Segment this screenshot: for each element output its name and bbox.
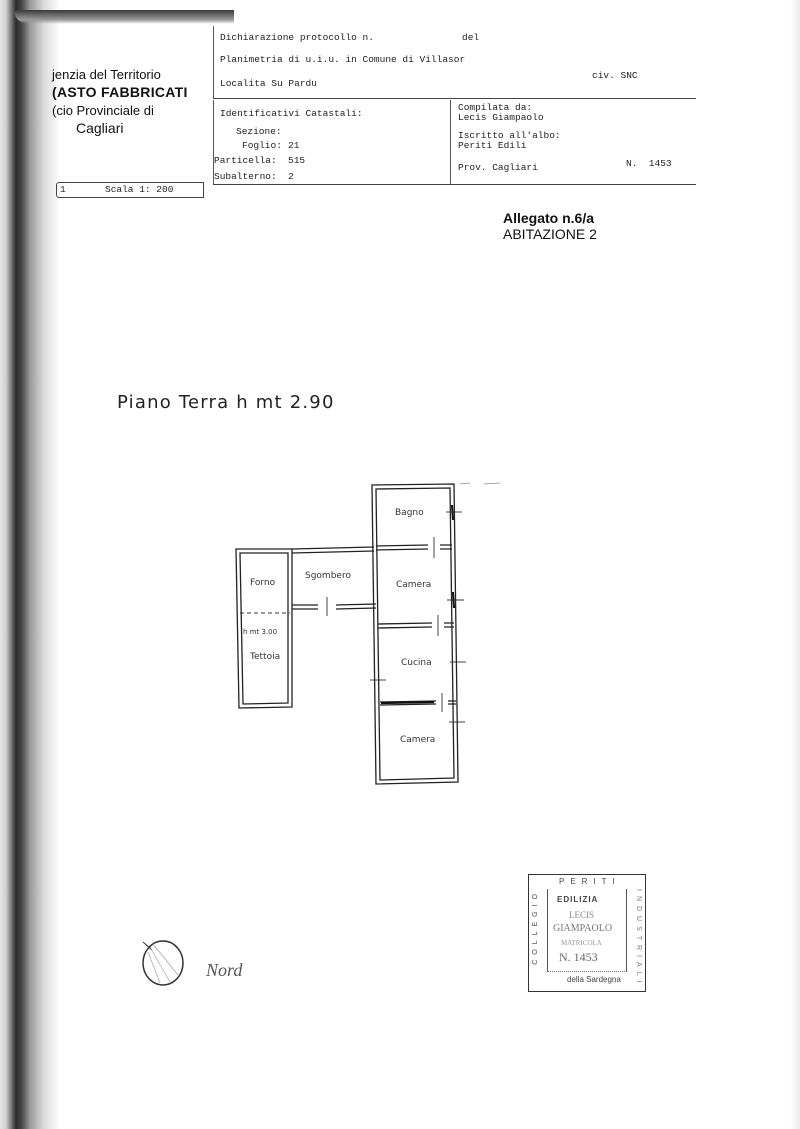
protocol-line: Dichiarazione protocollo n.: [220, 32, 374, 43]
box-divider: [450, 100, 451, 184]
stamp-matricola-number: N. 1453: [559, 950, 598, 964]
localita-line: Localita Su Pardu: [220, 78, 317, 89]
page-binding-shadow: [0, 0, 60, 1129]
sheet-number: 1: [60, 184, 66, 195]
stamp-category: EDILIZIA: [557, 895, 599, 904]
north-arrow-icon: [142, 940, 184, 986]
scale-box: 1 Scala 1: 200: [56, 182, 204, 198]
stamp-right-text: INDUSTRIALI: [635, 889, 642, 988]
compilata-name: Lecis Giampaolo: [458, 112, 544, 123]
attachment-title: Allegato n.6/a: [503, 210, 595, 226]
room-label-cucina: Cucina: [401, 658, 432, 668]
agency-header: jenzia del Territorio (ASTO FABBRICATI (…: [52, 66, 188, 138]
professional-stamp: PERITI COLLEGIO INDUSTRIALI EDILIZIA LEC…: [528, 874, 646, 992]
stamp-firstname: GIAMPAOLO: [553, 923, 613, 934]
stamp-left-text: COLLEGIO: [532, 889, 539, 965]
page-edge: [790, 0, 800, 1129]
stamp-surname: LECIS: [569, 910, 595, 920]
subalterno-label: Subalterno:: [214, 171, 277, 182]
room-label-camera-2: Camera: [400, 735, 436, 745]
foglio-value: 21: [288, 140, 300, 151]
tettoia-height-label: h mt 3.00: [243, 628, 278, 636]
page-curl-shadow: [14, 10, 234, 24]
attachment-subtitle: ABITAZIONE 2: [503, 226, 597, 242]
identification-box: Identificativi Catastali: Sezione: Fogli…: [213, 100, 696, 185]
planimetria-line: Planimetria di u.i.u. in Comune di Villa…: [220, 54, 466, 65]
stamp-top-text: PERITI: [559, 877, 621, 886]
office-name: (cio Provinciale di: [52, 103, 154, 118]
identificativi-title: Identificativi Catastali:: [220, 108, 363, 119]
civic-number: civ. SNC: [592, 70, 638, 81]
room-label-bagno: Bagno: [395, 508, 424, 518]
room-label-camera-1: Camera: [396, 580, 432, 590]
office-city: Cagliari: [76, 120, 124, 136]
sezione-label: Sezione:: [236, 126, 282, 137]
room-label-tettoia: Tettoia: [250, 652, 281, 662]
stamp-inner-frame: [547, 889, 627, 972]
room-label-sgombero: Sgombero: [305, 571, 351, 581]
catasto-title: (ASTO FABBRICATI: [52, 84, 188, 100]
agency-name: jenzia del Territorio: [52, 67, 161, 82]
particella-label: Particella:: [214, 155, 277, 166]
stamp-matricola-label: MATRICOLA: [561, 939, 602, 947]
provincia: Prov. Cagliari: [458, 162, 538, 173]
particella-value: 515: [288, 155, 306, 166]
attachment-label: Allegato n.6/a ABITAZIONE 2: [503, 210, 597, 242]
compilata-label: Compilata da:: [458, 102, 533, 113]
albo-label: Iscritto all'albo:: [458, 130, 561, 141]
room-label-forno: Forno: [250, 578, 276, 588]
declaration-box: Dichiarazione protocollo n. del Planimet…: [213, 26, 696, 99]
albo-value: Periti Edili: [458, 140, 527, 151]
protocol-date-label: del: [462, 32, 480, 43]
subalterno-value: 2: [288, 171, 294, 182]
foglio-label: Foglio:: [242, 140, 282, 151]
north-label: Nord: [206, 960, 243, 980]
stamp-bottom-text: della Sardegna: [567, 975, 621, 984]
registration-number: N. 1453: [626, 158, 672, 169]
floor-title: Piano Terra h mt 2.90: [117, 392, 335, 413]
scale-label: Scala 1: 200: [105, 184, 174, 195]
